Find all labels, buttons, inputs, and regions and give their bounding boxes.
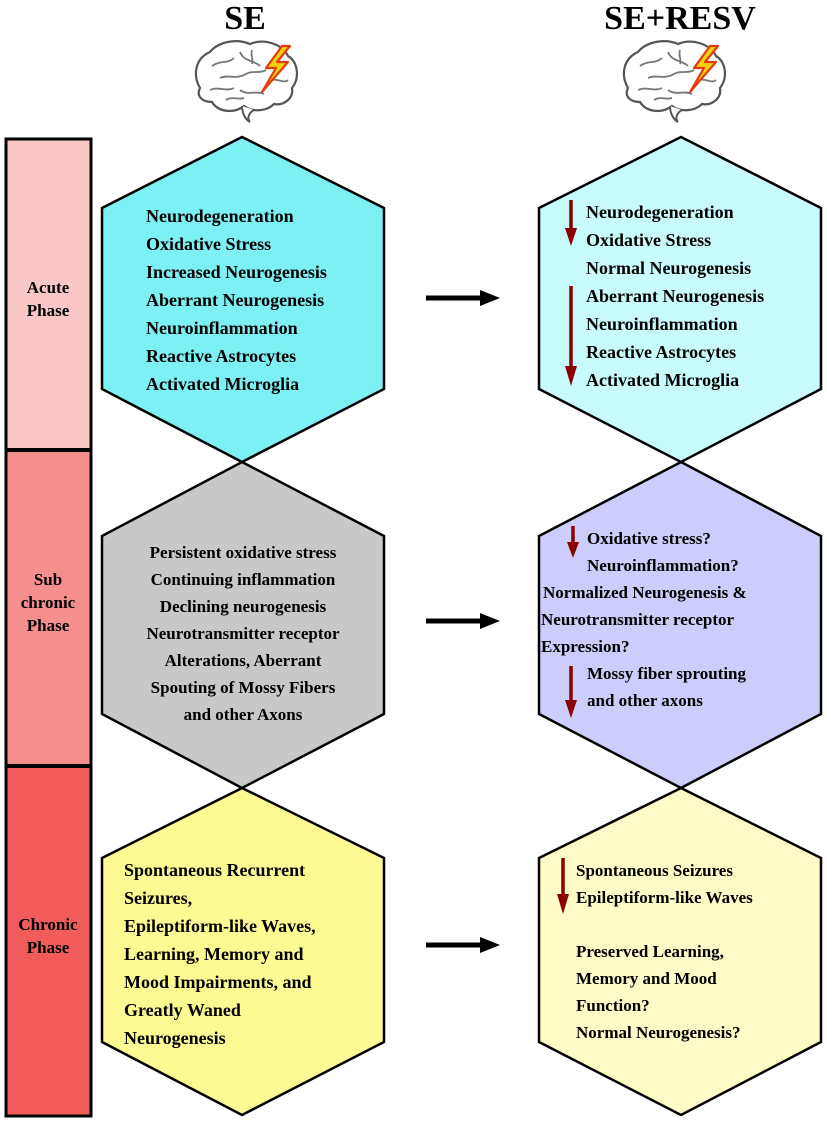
list-item: Neurotransmitter receptor [541,610,735,629]
list-item: Activated Microglia [586,370,740,390]
down-arrow-icon [565,286,577,386]
phase-bar-acute [4,137,93,452]
phase-label-subchronic: Sub chronic Phase [20,570,76,635]
right-arrow-icon [426,613,500,629]
list-item: Expression? [541,637,630,656]
list-item: Spouting of Mossy Fibers [150,678,336,697]
list-item: Neurodegeneration [586,202,734,222]
se-subchronic-list: Persistent oxidative stress Continuing i… [108,539,378,728]
resv-chronic-hexagon [537,786,823,1117]
right-arrow-icon [426,290,500,306]
se-acute-list: Neurodegeneration Oxidative Stress Incre… [146,202,327,398]
list-item: Alterations, Aberrant [164,651,322,670]
list-item: Neurotransmitter receptor [146,624,340,643]
list-item: and other Axons [183,705,303,724]
list-item: Declining neurogenesis [159,597,327,616]
list-item: Learning, Memory and [124,944,304,964]
list-item: Activated Microglia [146,374,300,394]
list-item: Function? [576,996,650,1015]
list-item: Neuroinflammation [146,318,298,338]
list-item: and other axons [587,691,703,710]
brain-with-lightning-icon [622,40,727,124]
se-chronic-list: Spontaneous Recurrent Seizures, Epilepti… [124,856,316,1052]
list-item: Neuroinflammation? [587,556,739,575]
list-item: Reactive Astrocytes [146,346,297,366]
list-item: Continuing inflammation [150,570,336,589]
phase-label-acute: Acute Phase [26,278,70,320]
list-item: Greatly Waned [124,1000,241,1020]
list-item: Neuroinflammation [586,314,738,334]
list-item: Mossy fiber sprouting [587,664,747,683]
resv-acute-list: Neurodegeneration Oxidative Stress Norma… [586,198,764,394]
brain-with-lightning-icon [194,40,299,124]
list-item: Mood Impairments, and [124,972,312,992]
list-item: Neurodegeneration [146,206,294,226]
list-item: Preserved Learning, [576,942,724,961]
list-item: Normalized Neurogenesis & [543,583,747,602]
list-item: Normal Neurogenesis? [576,1023,741,1042]
list-item: Reactive Astrocytes [586,342,737,362]
list-item: Epileptiform-like Waves [576,888,753,907]
resv-column-title: SE+RESV [604,0,756,37]
list-item: Oxidative Stress [586,230,712,250]
down-arrow-icon [565,666,577,718]
right-arrow-icon [426,937,500,953]
down-arrow-icon [557,858,569,914]
se-column-title: SE [224,0,266,37]
list-item: Persistent oxidative stress [149,543,337,562]
list-item: Aberrant Neurogenesis [586,286,765,306]
list-item: Aberrant Neurogenesis [146,290,325,310]
list-item: Seizures, [124,888,193,908]
list-item: Spontaneous Seizures [576,861,733,880]
phase-label-chronic: Chronic Phase [18,915,78,957]
down-arrow-icon [567,526,579,558]
resv-chronic-list: Spontaneous Seizures Epileptiform-like W… [576,857,753,1046]
list-item: Neurogenesis [124,1028,226,1048]
phase-bar-subchronic [4,448,93,768]
list-item: Spontaneous Recurrent [124,860,306,880]
down-arrow-icon [565,200,577,246]
list-item: Normal Neurogenesis [586,258,752,278]
list-item: Epileptiform-like Waves, [124,916,316,936]
list-item: Oxidative stress? [587,529,711,548]
list-item: Oxidative Stress [146,234,272,254]
se-chronic-hexagon [100,786,386,1117]
list-item: Increased Neurogenesis [146,262,327,282]
list-item: Memory and Mood [576,969,717,988]
resv-subchronic-list: Oxidative stress? Neuroinflammation? Nor… [541,525,747,714]
